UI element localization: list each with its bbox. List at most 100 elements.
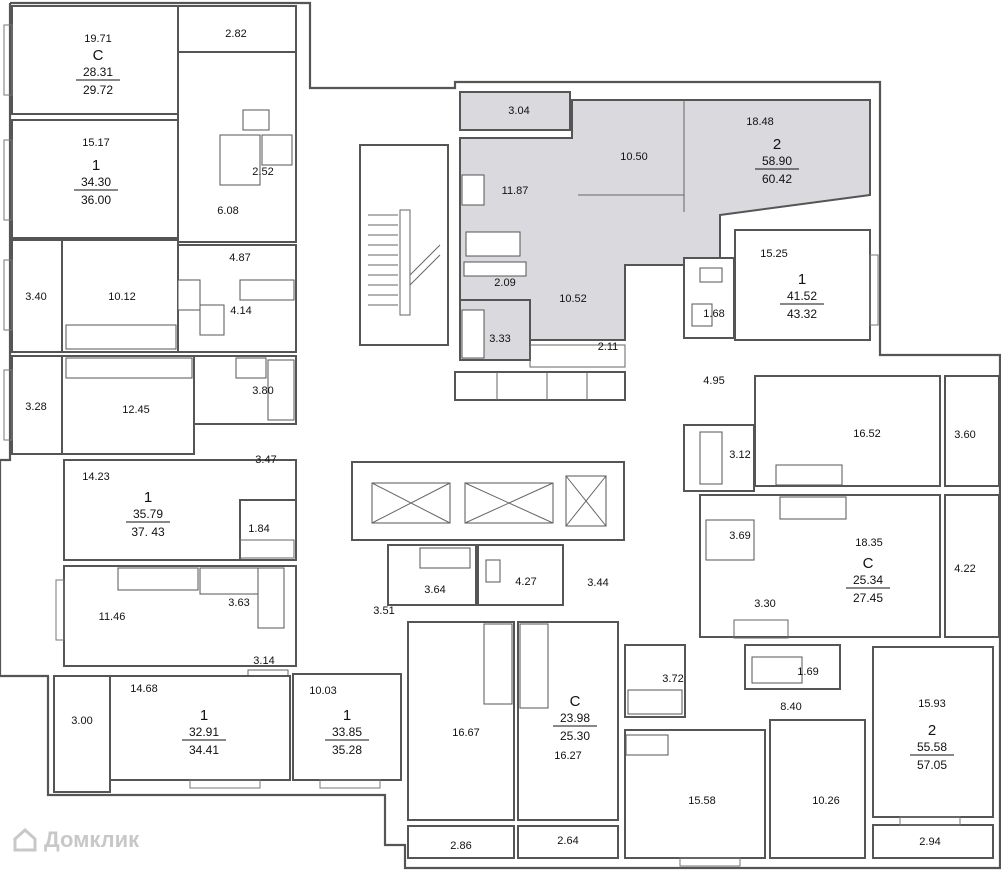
room-area-label: 4.27: [515, 576, 536, 588]
room-area-label: 3.04: [508, 105, 529, 117]
apartment-living-area: 28.31: [83, 65, 113, 79]
apartment-total-area: 34.41: [189, 743, 219, 757]
apartment-row-3[interactable]: [3, 239, 297, 353]
room-area-label: 18.35: [855, 537, 883, 549]
apartment-c-right[interactable]: [699, 494, 1000, 639]
apartment-living-area: 33.85: [332, 725, 362, 739]
room-area-label: 2.86: [450, 840, 471, 852]
room-area-label: 2.52: [252, 166, 273, 178]
room-area-label: 15.25: [760, 248, 788, 260]
room-area-label: 2.09: [494, 277, 515, 289]
apartment-row-6[interactable]: [55, 565, 297, 689]
apartment-label-aptC1: С28.31 29.72: [76, 47, 120, 97]
room-area-label: 3.72: [662, 673, 683, 685]
apartment-1-b[interactable]: [63, 459, 297, 561]
apartment-bottom-right-group[interactable]: [624, 644, 994, 867]
apartment-total-area: 27.45: [853, 591, 883, 605]
apartment-type: 1: [200, 707, 208, 724]
stair-core: [359, 144, 449, 346]
apartment-type: 1: [343, 707, 351, 724]
room-area-label: 16.67: [452, 727, 480, 739]
room-area-label: 10.12: [108, 291, 136, 303]
apartment-type: С: [93, 47, 104, 64]
house-logo-icon: [13, 827, 37, 852]
room-area-label: 3.12: [729, 449, 750, 461]
room-area-label: 8.40: [780, 701, 801, 713]
room-area-label: 3.14: [253, 655, 274, 667]
room-area-label: 4.87: [229, 252, 250, 264]
apartment-label-apt1d: 133.85 35.28: [325, 707, 369, 757]
apartment-total-area: 29.72: [83, 83, 113, 97]
room-area-label: 16.52: [853, 428, 881, 440]
apartment-type: 1: [144, 489, 152, 506]
room-area-label: 11.87: [502, 185, 529, 197]
apartment-2-highlighted[interactable]: [454, 91, 871, 401]
room-area-label: 15.58: [688, 795, 716, 807]
apartment-type: 2: [773, 136, 781, 153]
apartment-living-area: 58.90: [762, 154, 792, 168]
apartment-total-area: 35.28: [332, 743, 362, 757]
room-area-label: 1.68: [703, 308, 724, 320]
room-area-label: 4.14: [230, 305, 251, 317]
room-area-label: 2.82: [225, 28, 246, 40]
room-area-label: 3.60: [954, 429, 975, 441]
room-area-label: 3.40: [25, 291, 46, 303]
room-area-label: 19.71: [84, 33, 112, 45]
room-area-label: 15.17: [82, 137, 110, 149]
apartment-living-area: 41.52: [787, 289, 817, 303]
room-area-label: 4.95: [703, 375, 724, 387]
apartment-total-area: 36.00: [81, 193, 111, 207]
apartment-label-aptC3: С23.98 25.30: [553, 693, 597, 743]
apartment-1-d[interactable]: [292, 673, 402, 789]
room-area-label: 11.46: [99, 611, 126, 623]
room-area-label: 10.52: [559, 293, 587, 305]
room-area-label: 3.64: [424, 584, 445, 596]
room-area-label: 3.28: [25, 401, 46, 413]
room-area-label: 3.80: [252, 385, 273, 397]
apartment-living-area: 25.34: [853, 573, 883, 587]
apartment-living-area: 55.58: [917, 740, 947, 754]
apartment-total-area: 43.32: [787, 307, 817, 321]
apartment-type: 2: [928, 722, 936, 739]
room-area-label: 3.44: [587, 577, 608, 589]
apartment-1-c[interactable]: [53, 675, 291, 793]
room-area-label: 3.00: [71, 715, 92, 727]
apartment-living-area: 32.91: [189, 725, 219, 739]
apartment-living-area: 23.98: [560, 711, 590, 725]
apartment-total-area: 37. 43: [131, 525, 165, 539]
room-area-label: 2.94: [919, 836, 940, 848]
apartment-label-aptC2: С25.34 27.45: [846, 555, 890, 605]
room-area-label: 3.69: [729, 530, 750, 542]
apartment-bottom-center[interactable]: [387, 544, 619, 859]
room-area-label: 3.30: [754, 598, 775, 610]
apartment-label-apt1b: 135.79 37. 43: [126, 489, 170, 539]
apartment-label-apt1e: 141.52 43.32: [780, 271, 824, 321]
elevator-shafts: [351, 461, 625, 541]
apartment-row-right-2[interactable]: [683, 375, 1000, 492]
room-area-label: 3.33: [489, 333, 510, 345]
apartment-type: 1: [798, 271, 806, 288]
apartment-row-4[interactable]: [3, 355, 297, 455]
apartment-type: С: [570, 693, 581, 710]
apartment-1-a[interactable]: [3, 109, 293, 239]
room-area-label: 4.22: [954, 563, 975, 575]
room-area-label: 3.63: [228, 597, 249, 609]
apartment-label-apt1c: 132.91 34.41: [182, 707, 226, 757]
apartment-total-area: 60.42: [762, 172, 792, 186]
apartment-label-apt2b: 255.58 57.05: [910, 722, 954, 772]
room-area-label: 14.68: [130, 683, 158, 695]
apartment-type: С: [863, 555, 874, 572]
room-area-label: 2.64: [557, 835, 578, 847]
apartment-total-area: 25.30: [560, 729, 590, 743]
room-area-label: 1.69: [797, 666, 818, 678]
apartment-1-e[interactable]: [683, 229, 879, 341]
apartment-living-area: 35.79: [133, 507, 163, 521]
apartment-label-apt2a: 258.90 60.42: [755, 136, 799, 186]
room-area-label: 12.45: [122, 404, 150, 416]
apartment-total-area: 57.05: [917, 758, 947, 772]
room-area-label: 1.84: [248, 523, 269, 535]
